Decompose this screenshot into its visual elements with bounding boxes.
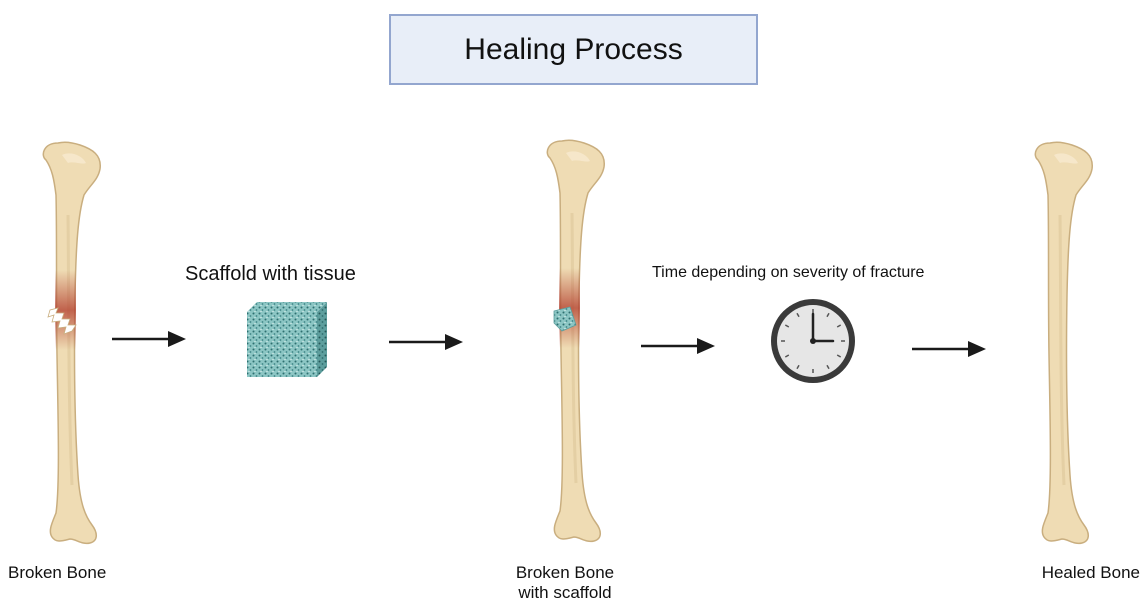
arrow-right-icon [641, 338, 715, 354]
scaffold-cube-icon [247, 302, 327, 377]
broken-bone-caption: Broken Bone [8, 563, 128, 583]
arrow-right-icon [389, 334, 463, 350]
broken-bone-icon [43, 142, 100, 543]
caption-line-2: with scaffold [495, 583, 635, 603]
broken-bone-with-scaffold-caption: Broken Bone with scaffold [495, 563, 635, 603]
arrow-right-icon [912, 341, 986, 357]
healed-bone-icon [1035, 142, 1092, 543]
broken-bone-with-scaffold-icon [547, 140, 604, 541]
time-label: Time depending on severity of fracture [652, 263, 924, 283]
healed-bone-caption: Healed Bone [1020, 563, 1140, 583]
arrow-right-icon [112, 331, 186, 347]
clock-icon [771, 299, 855, 383]
scaffold-label: Scaffold with tissue [185, 263, 356, 285]
caption-line-1: Broken Bone [495, 563, 635, 583]
